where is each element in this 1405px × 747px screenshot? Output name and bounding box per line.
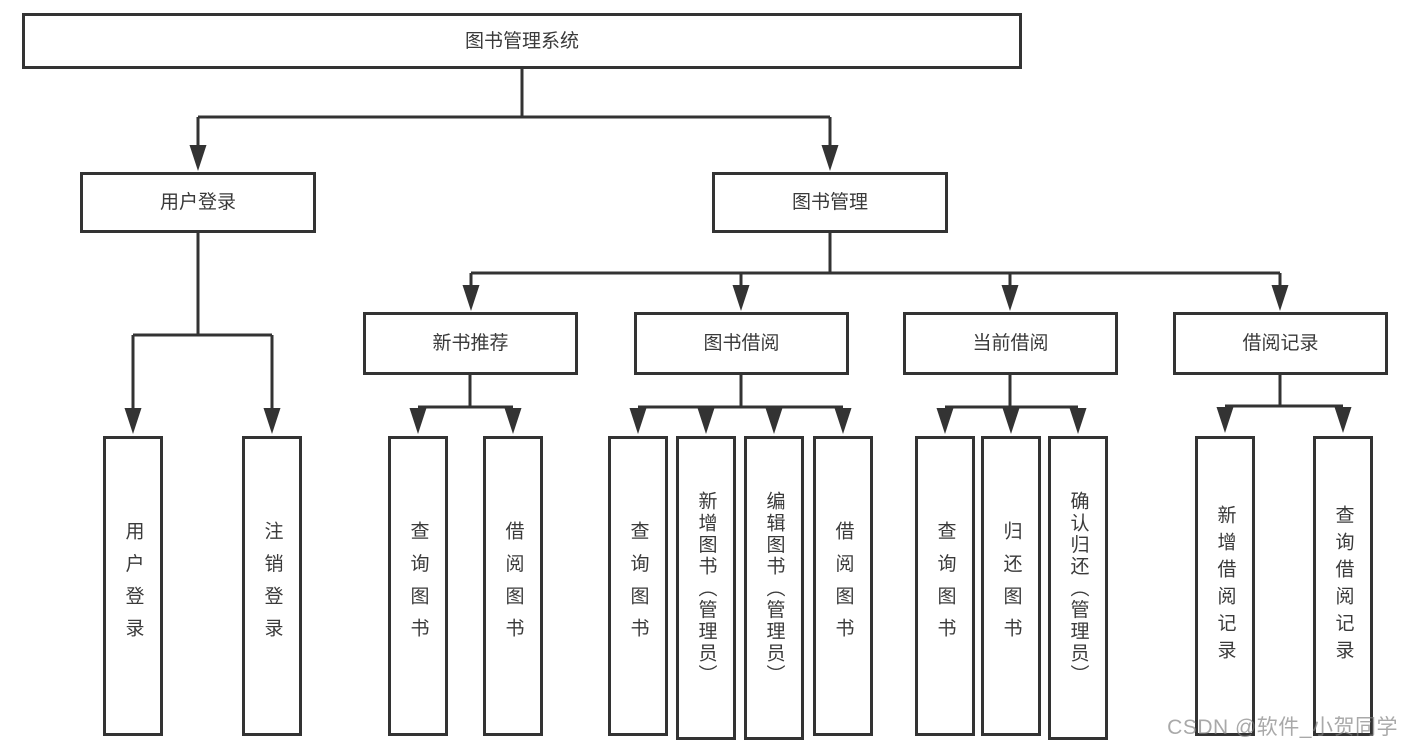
leaf-user-login-label: 用户登录 [122,521,144,651]
leaf-edit-book-admin: 编辑图书（管理员） [744,436,804,740]
arrow-leaf-bb-add [697,408,715,434]
node-user-login: 用户登录 [80,172,316,233]
leaf-borrow-book-label: 借阅图书 [832,521,854,651]
node-book-management: 图书管理 [712,172,948,233]
node-library-system-label: 图书管理系统 [464,30,579,52]
arrow-leaf-bb-borrow [834,408,852,434]
leaf-borrow-book: 借阅图书 [813,436,873,736]
connector-level2-drops [469,273,1282,290]
leaf-current-query-book-label: 查询图书 [934,521,956,651]
leaf-query-borrow-record: 查询借阅记录 [1313,436,1373,736]
node-borrow-record: 借阅记录 [1173,312,1388,375]
arrow-leaf-bb-edit [765,408,783,434]
node-current-borrow: 当前借阅 [903,312,1118,375]
connector-user-login-drops [131,335,274,414]
leaf-logout: 注销登录 [242,436,302,736]
leaf-add-borrow-record: 新增借阅记录 [1195,436,1255,736]
node-current-borrow-label: 当前借阅 [972,333,1049,354]
arrow-leaf-rec-borrow [504,408,522,434]
leaf-borrow-query-book-label: 查询图书 [627,521,649,651]
arrow-book-borrow [732,285,750,311]
leaf-recommend-query-book-label: 查询图书 [407,521,429,651]
arrow-leaf-bb-query [629,408,647,434]
arrow-leaf-br-add [1216,407,1234,433]
watermark-text: CSDN @软件_小贺同学 [1167,716,1398,739]
arrow-borrow-record [1271,285,1289,311]
arrow-leaf-logout [263,408,281,434]
leaf-recommend-borrow-book: 借阅图书 [483,436,543,736]
node-user-login-label: 用户登录 [159,192,236,213]
arrow-leaf-user-login [124,408,142,434]
arrow-book-mgmt [821,145,839,171]
arrow-user-login [189,145,207,171]
arrow-current-borrow [1001,285,1019,311]
leaf-current-query-book: 查询图书 [915,436,975,736]
arrow-leaf-rec-query [409,408,427,434]
node-book-borrow-label: 图书借阅 [703,333,780,354]
node-book-borrow: 图书借阅 [634,312,849,375]
leaf-return-book-label: 归还图书 [1000,521,1022,651]
leaf-edit-book-admin-label: 编辑图书（管理员） [763,490,785,686]
leaf-add-borrow-record-label: 新增借阅记录 [1214,505,1236,667]
leaf-query-borrow-record-label: 查询借阅记录 [1332,505,1354,667]
leaf-add-book-admin-label: 新增图书（管理员） [695,490,717,686]
leaf-recommend-query-book: 查询图书 [388,436,448,736]
arrow-leaf-cb-return [1002,408,1020,434]
node-library-system: 图书管理系统 [22,13,1022,69]
connector-level1-drops [196,117,832,150]
leaf-borrow-query-book: 查询图书 [608,436,668,736]
leaf-confirm-return-admin-label: 确认归还（管理员） [1067,490,1089,686]
node-new-book-recommend-label: 新书推荐 [432,333,509,354]
arrowheads [124,145,1352,434]
node-new-book-recommend: 新书推荐 [363,312,578,375]
node-book-management-label: 图书管理 [791,192,868,213]
node-borrow-record-label: 借阅记录 [1242,333,1319,354]
leaf-recommend-borrow-book-label: 借阅图书 [502,521,524,651]
arrow-leaf-cb-query [936,408,954,434]
leaf-confirm-return-admin: 确认归还（管理员） [1048,436,1108,740]
leaf-user-login: 用户登录 [103,436,163,736]
leaf-logout-label: 注销登录 [261,521,283,651]
arrow-leaf-br-query [1334,407,1352,433]
arrow-leaf-cb-confirm [1069,408,1087,434]
arrow-new-book [462,285,480,311]
leaf-add-book-admin: 新增图书（管理员） [676,436,736,740]
leaf-return-book: 归还图书 [981,436,1041,736]
